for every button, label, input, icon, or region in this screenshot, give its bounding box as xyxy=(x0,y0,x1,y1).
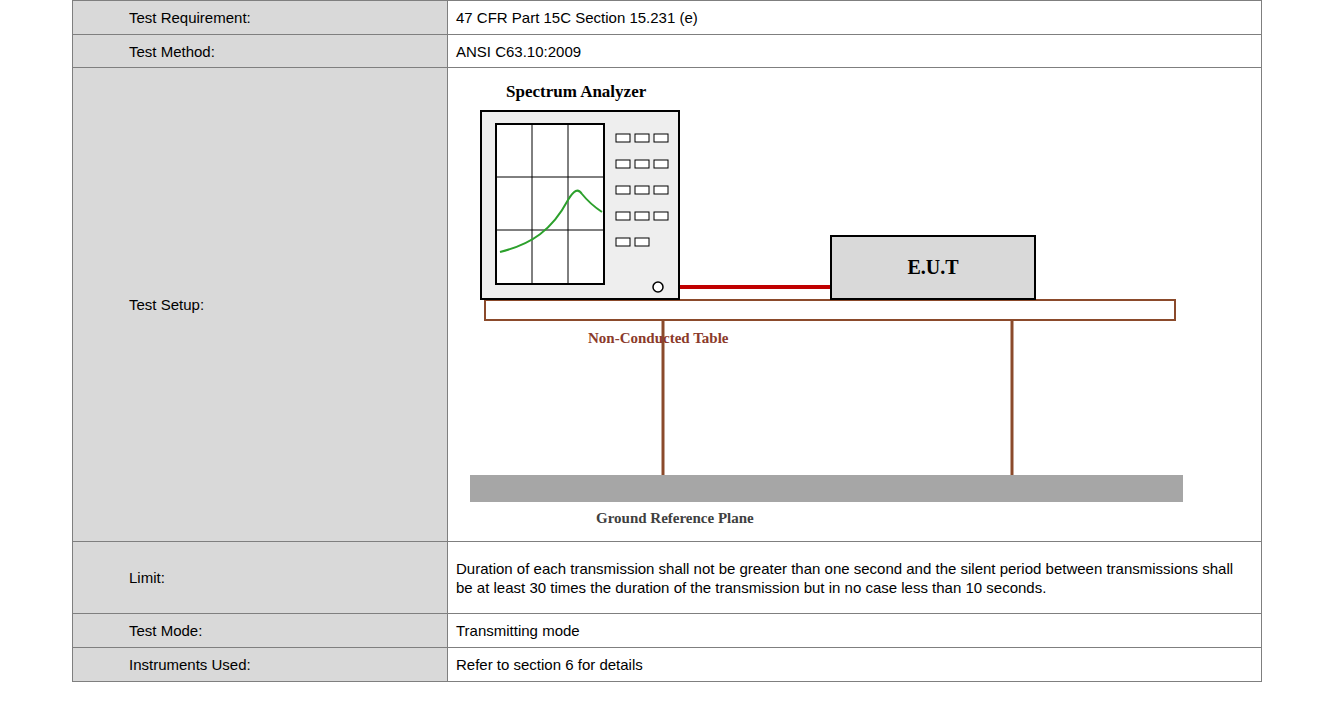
rf-cable xyxy=(680,285,830,289)
device-label: E.U.T xyxy=(832,237,1034,298)
eut-box: E.U.T xyxy=(830,235,1036,300)
analyzer-face xyxy=(482,112,678,298)
table-leg xyxy=(1011,320,1014,475)
table-cell: Transmitting mode xyxy=(456,622,580,639)
table-label: Non-Conducted Table xyxy=(588,330,728,347)
table-cell: Duration of each transmission shall not … xyxy=(456,559,1253,597)
ground-plane xyxy=(470,475,1183,502)
row-heading: Test Mode: xyxy=(129,622,202,639)
row-heading: Test Method: xyxy=(129,43,215,60)
device-heading: Spectrum Analyzer xyxy=(506,82,646,102)
analyzer-box: Spectrum Analyzer xyxy=(480,110,680,300)
table-top xyxy=(485,300,1175,320)
table-cell: Refer to section 6 for details xyxy=(456,656,643,673)
row-heading: Limit: xyxy=(129,569,165,586)
row-heading: Instruments Used: xyxy=(129,656,251,673)
table-cell: 47 CFR Part 15C Section 15.231 (e) xyxy=(456,9,698,26)
table-cell: ANSI C63.10:2009 xyxy=(456,43,581,60)
row-heading: Test Requirement: xyxy=(129,9,251,26)
plane-label: Ground Reference Plane xyxy=(596,510,754,527)
row-heading: Test Setup: xyxy=(129,296,204,313)
